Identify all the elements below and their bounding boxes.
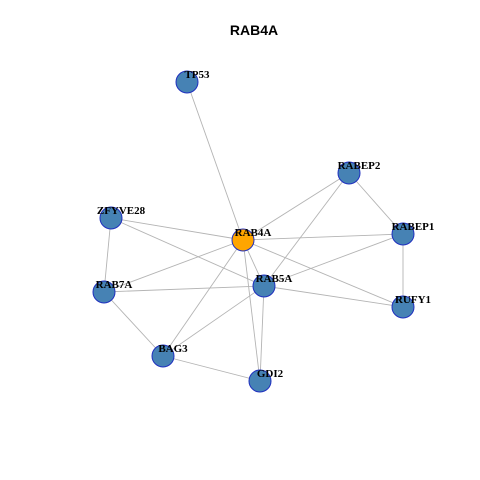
node-gdi2: GDI2	[248, 368, 284, 393]
edge-rab4a-rabep1	[242, 233, 404, 241]
edge-rab4a-zfyve28	[110, 217, 244, 241]
node-circle-rab7a	[92, 280, 116, 304]
node-label-rabep2: RABEP2	[338, 160, 381, 172]
edge-rab4a-rab7a	[103, 239, 244, 293]
node-circle-rab5a	[252, 274, 276, 298]
edge-rab5a-bag3	[162, 285, 265, 357]
edge-rab5a-gdi2	[259, 285, 265, 382]
node-label-rab7a: RAB7A	[96, 279, 133, 291]
node-label-rufy1: RUFY1	[395, 294, 431, 306]
node-label-rab4a: RAB4A	[235, 227, 272, 239]
edge-rab4a-rufy1	[242, 239, 404, 308]
node-circle-zfyve28	[99, 206, 123, 230]
edge-zfyve28-rab5a	[110, 217, 265, 287]
node-rab4a: RAB4A	[231, 227, 272, 252]
edge-layer	[103, 81, 404, 382]
edge-bag3-gdi2	[162, 355, 261, 382]
node-tp53: TP53	[175, 69, 210, 94]
node-circle-tp53	[175, 70, 199, 94]
edge-rabep2-rabep1	[348, 172, 404, 235]
node-circle-rabep1	[391, 222, 415, 246]
node-circle-rab4a	[231, 228, 255, 252]
node-label-bag3: BAG3	[158, 343, 188, 355]
node-circle-bag3	[151, 344, 175, 368]
edge-rabep2-rab5a	[263, 172, 350, 287]
node-label-rab5a: RAB5A	[256, 273, 293, 285]
node-label-rabep1: RABEP1	[392, 221, 435, 233]
edge-rab4a-rabep2	[242, 172, 350, 241]
node-rabep1: RABEP1	[391, 221, 435, 246]
edge-rabep1-rab5a	[263, 233, 404, 287]
node-rab5a: RAB5A	[252, 273, 293, 298]
node-circle-rabep2	[337, 161, 361, 185]
edge-rab5a-rab7a	[103, 285, 265, 293]
edge-rab4a-tp53	[186, 81, 244, 241]
edge-rab4a-gdi2	[242, 239, 261, 382]
node-bag3: BAG3	[151, 343, 188, 368]
edge-rab7a-bag3	[103, 291, 164, 357]
node-rab7a: RAB7A	[92, 279, 133, 304]
node-rabep2: RABEP2	[337, 160, 381, 185]
node-zfyve28: ZFYVE28	[97, 205, 146, 230]
edge-rab4a-bag3	[162, 239, 244, 357]
edge-zfyve28-rab7a	[103, 217, 112, 293]
node-label-zfyve28: ZFYVE28	[97, 205, 146, 217]
node-circle-rufy1	[391, 295, 415, 319]
node-circle-gdi2	[248, 369, 272, 393]
node-label-gdi2: GDI2	[257, 368, 284, 380]
edge-rab5a-rufy1	[263, 285, 404, 308]
diagram-title: RAB4A	[230, 22, 278, 38]
node-rufy1: RUFY1	[391, 294, 431, 319]
node-label-tp53: TP53	[184, 69, 210, 81]
